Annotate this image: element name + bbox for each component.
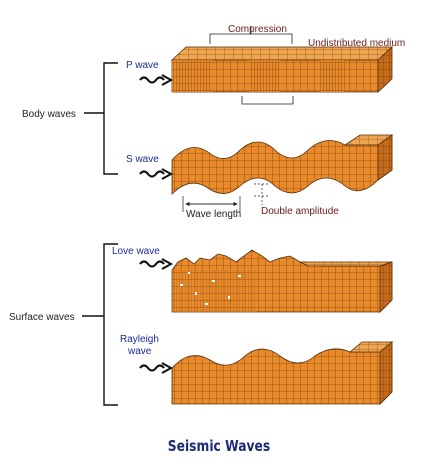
double-amplitude-label: Double amplitude	[261, 206, 339, 217]
rayleigh-wave-label-line1: Rayleigh	[120, 334, 159, 345]
p-wave-label: P wave	[126, 60, 159, 71]
surface-waves-label: Surface waves	[9, 312, 75, 323]
p-wave-source-arrow	[139, 74, 174, 86]
love-wave-source-arrow	[139, 258, 174, 270]
s-wave-block	[171, 134, 394, 195]
body-waves-label: Body waves	[22, 109, 76, 120]
rayleigh-wave-label-line2: wave	[127, 346, 152, 357]
diagram-title: Seismic Waves	[167, 437, 271, 455]
love-wave-label: Love wave	[112, 246, 160, 257]
undistributed-medium-label: Undistributed medium	[308, 38, 405, 49]
body-waves-bracket	[103, 62, 118, 175]
p-wave-block	[170, 46, 394, 93]
s-wave-label: S wave	[126, 154, 159, 165]
rayleigh-wave-source-arrow	[139, 362, 174, 374]
surface-waves-bracket	[103, 243, 118, 406]
rarefaction-bracket	[241, 96, 294, 105]
s-wave-source-arrow	[139, 168, 174, 180]
wave-length-label: Wave length	[186, 209, 241, 220]
compression-bracket	[209, 33, 293, 44]
compression-label: Compression	[228, 24, 287, 35]
rayleigh-wave-block	[171, 341, 394, 405]
love-wave-block	[171, 249, 393, 313]
